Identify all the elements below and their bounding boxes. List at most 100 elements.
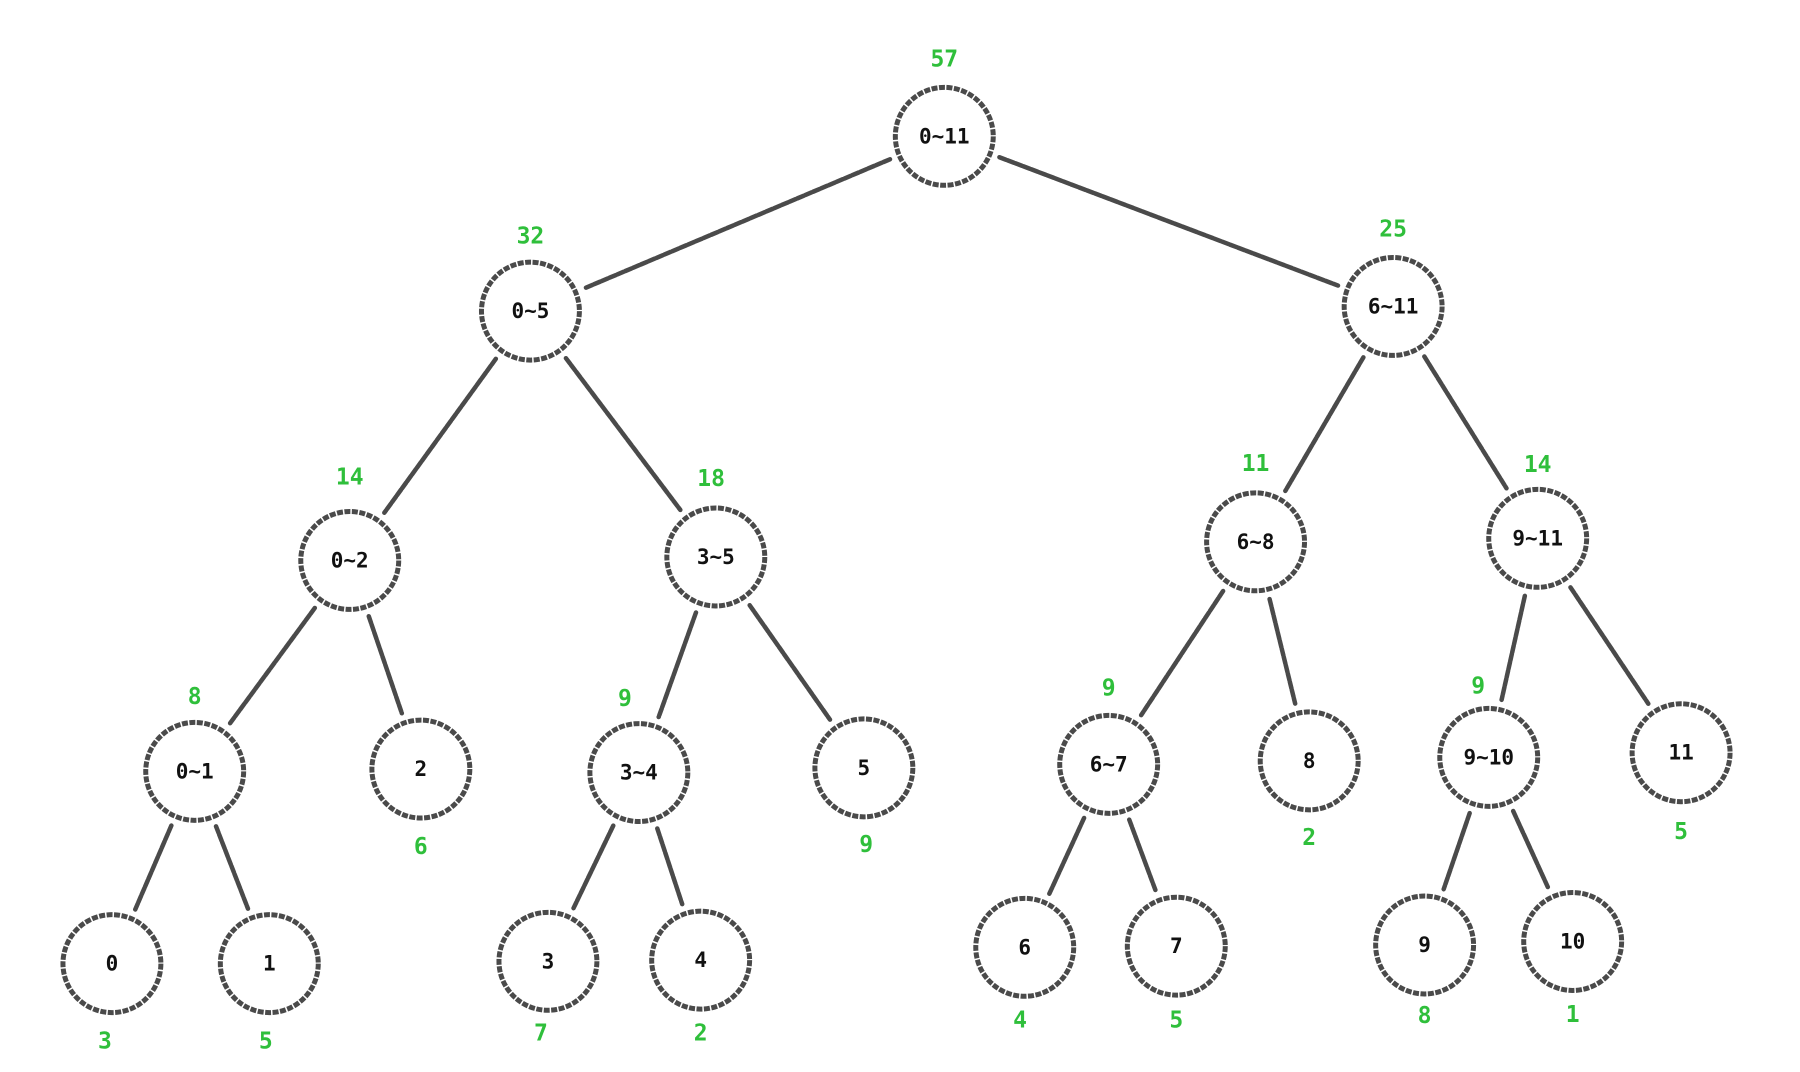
tree-node-5: 59 [812,716,916,858]
tree-node-8: 82 [1257,709,1361,851]
node-sum-label: 4 [1013,1008,1027,1034]
node-sum-label: 3 [98,1029,112,1055]
tree-node-7: 75 [1124,894,1228,1034]
tree-node-4: 42 [649,908,753,1047]
edge-0-11-to-0-5 [582,157,893,291]
node-range-label: 1 [263,952,276,976]
node-circle [892,84,996,188]
tree-node-3-5: 3~5 18 [664,466,768,609]
node-circle [1486,486,1590,590]
node-range-label: 2 [415,757,428,781]
edge-0-1-to-1 [213,824,251,911]
node-range-label: 11 [1668,741,1693,765]
node-sum-label: 2 [1302,825,1316,851]
node-circle [298,509,402,612]
edge-6-7-to-7 [1126,817,1158,894]
node-sum-label: 5 [1169,1008,1183,1034]
node-circle [369,717,473,821]
node-circle [217,912,321,1016]
tree-node-0: 03 [60,912,164,1055]
edge-9-11-to-9-10 [1499,593,1528,703]
node-range-label: 6~11 [1368,294,1419,318]
edge-6-11-to-9-11 [1422,354,1509,491]
tree-node-2: 26 [369,717,473,860]
edge-3-4-to-4 [655,826,685,907]
edge-9-10-to-9 [1441,810,1472,892]
node-sum-label: 18 [697,466,725,492]
node-range-label: 7 [1170,934,1183,958]
node-range-label: 0~5 [511,299,549,323]
node-range-label: 6 [1018,935,1031,959]
node-range-label: 6~7 [1090,752,1128,776]
node-sum-label: 8 [188,684,202,710]
node-range-label: 3~4 [620,761,658,785]
node-sum-label: 5 [1674,819,1688,845]
node-range-label: 9~11 [1512,526,1563,550]
node-circle [1373,893,1477,997]
edge-6-8-to-6-7 [1138,588,1226,718]
edge-3-4-to-3 [571,823,616,911]
node-sum-label: 7 [534,1021,548,1047]
tree-node-0-2: 0~2 14 [298,465,402,612]
tree-node-11: 11 5 [1629,701,1733,845]
node-sum-label: 32 [517,224,545,250]
tree-node-6-11: 6~11 25 [1341,217,1445,358]
node-range-label: 0~2 [331,548,369,572]
edge-6-11-to-6-8 [1283,355,1366,494]
node-sum-label: 14 [336,465,364,491]
tree-node-1: 15 [217,912,321,1055]
edge-6-7-to-6 [1047,815,1087,896]
tree-node-3-4: 3~49 [587,686,691,825]
node-circle [1629,701,1733,805]
edge-3-5-to-5 [747,602,833,722]
node-circle [1257,709,1361,813]
edge-0-1-to-0 [132,823,174,912]
node-range-label: 9~10 [1463,745,1514,769]
node-circle [60,912,164,1016]
node-circle [1341,254,1445,358]
node-range-label: 0~1 [176,759,214,783]
node-circle [1437,705,1541,809]
node-range-label: 5 [858,756,871,780]
edge-0-2-to-2 [366,614,405,716]
tree-node-3: 37 [496,909,600,1047]
node-circle [812,716,916,820]
edges-layer [132,154,1651,912]
node-sum-label: 11 [1242,451,1270,477]
node-sum-label: 14 [1524,452,1552,478]
node-circle [649,908,753,1012]
node-sum-label: 1 [1566,1002,1580,1028]
tree-node-9-10: 9~10 9 [1437,673,1541,809]
edge-6-8-to-8 [1267,596,1298,706]
edge-0-11-to-6-11 [997,154,1341,288]
node-sum-label: 9 [1471,673,1485,699]
node-range-label: 4 [694,948,707,972]
node-range-label: 9 [1418,933,1431,957]
tree-node-10: 101 [1521,890,1625,1028]
node-range-label: 3 [542,949,555,973]
node-sum-label: 2 [694,1021,708,1047]
edge-9-11-to-11 [1568,585,1651,706]
node-sum-label: 57 [930,46,958,72]
tree-node-6: 64 [973,895,1077,1034]
edge-3-5-to-3-4 [656,610,699,720]
tree-node-9-11: 9~11 14 [1486,452,1590,590]
node-sum-label: 5 [259,1029,273,1055]
node-range-label: 8 [1303,749,1316,773]
node-range-label: 0 [106,952,119,976]
node-circle [1057,712,1161,816]
node-range-label: 3~5 [697,545,735,569]
node-circle [973,895,1077,999]
tree-node-6-8: 6~811 [1204,451,1308,594]
tree-node-0-5: 0~5 32 [478,224,582,363]
edge-0-5-to-0-2 [382,356,499,515]
node-circle [664,505,768,609]
node-circle [1204,490,1308,594]
node-circle [587,721,691,825]
edge-9-10-to-10 [1510,808,1551,891]
node-circle [496,909,600,1013]
node-sum-label: 25 [1379,217,1407,243]
tree-node-9: 98 [1373,893,1477,1029]
edge-0-5-to-3-5 [563,355,683,513]
